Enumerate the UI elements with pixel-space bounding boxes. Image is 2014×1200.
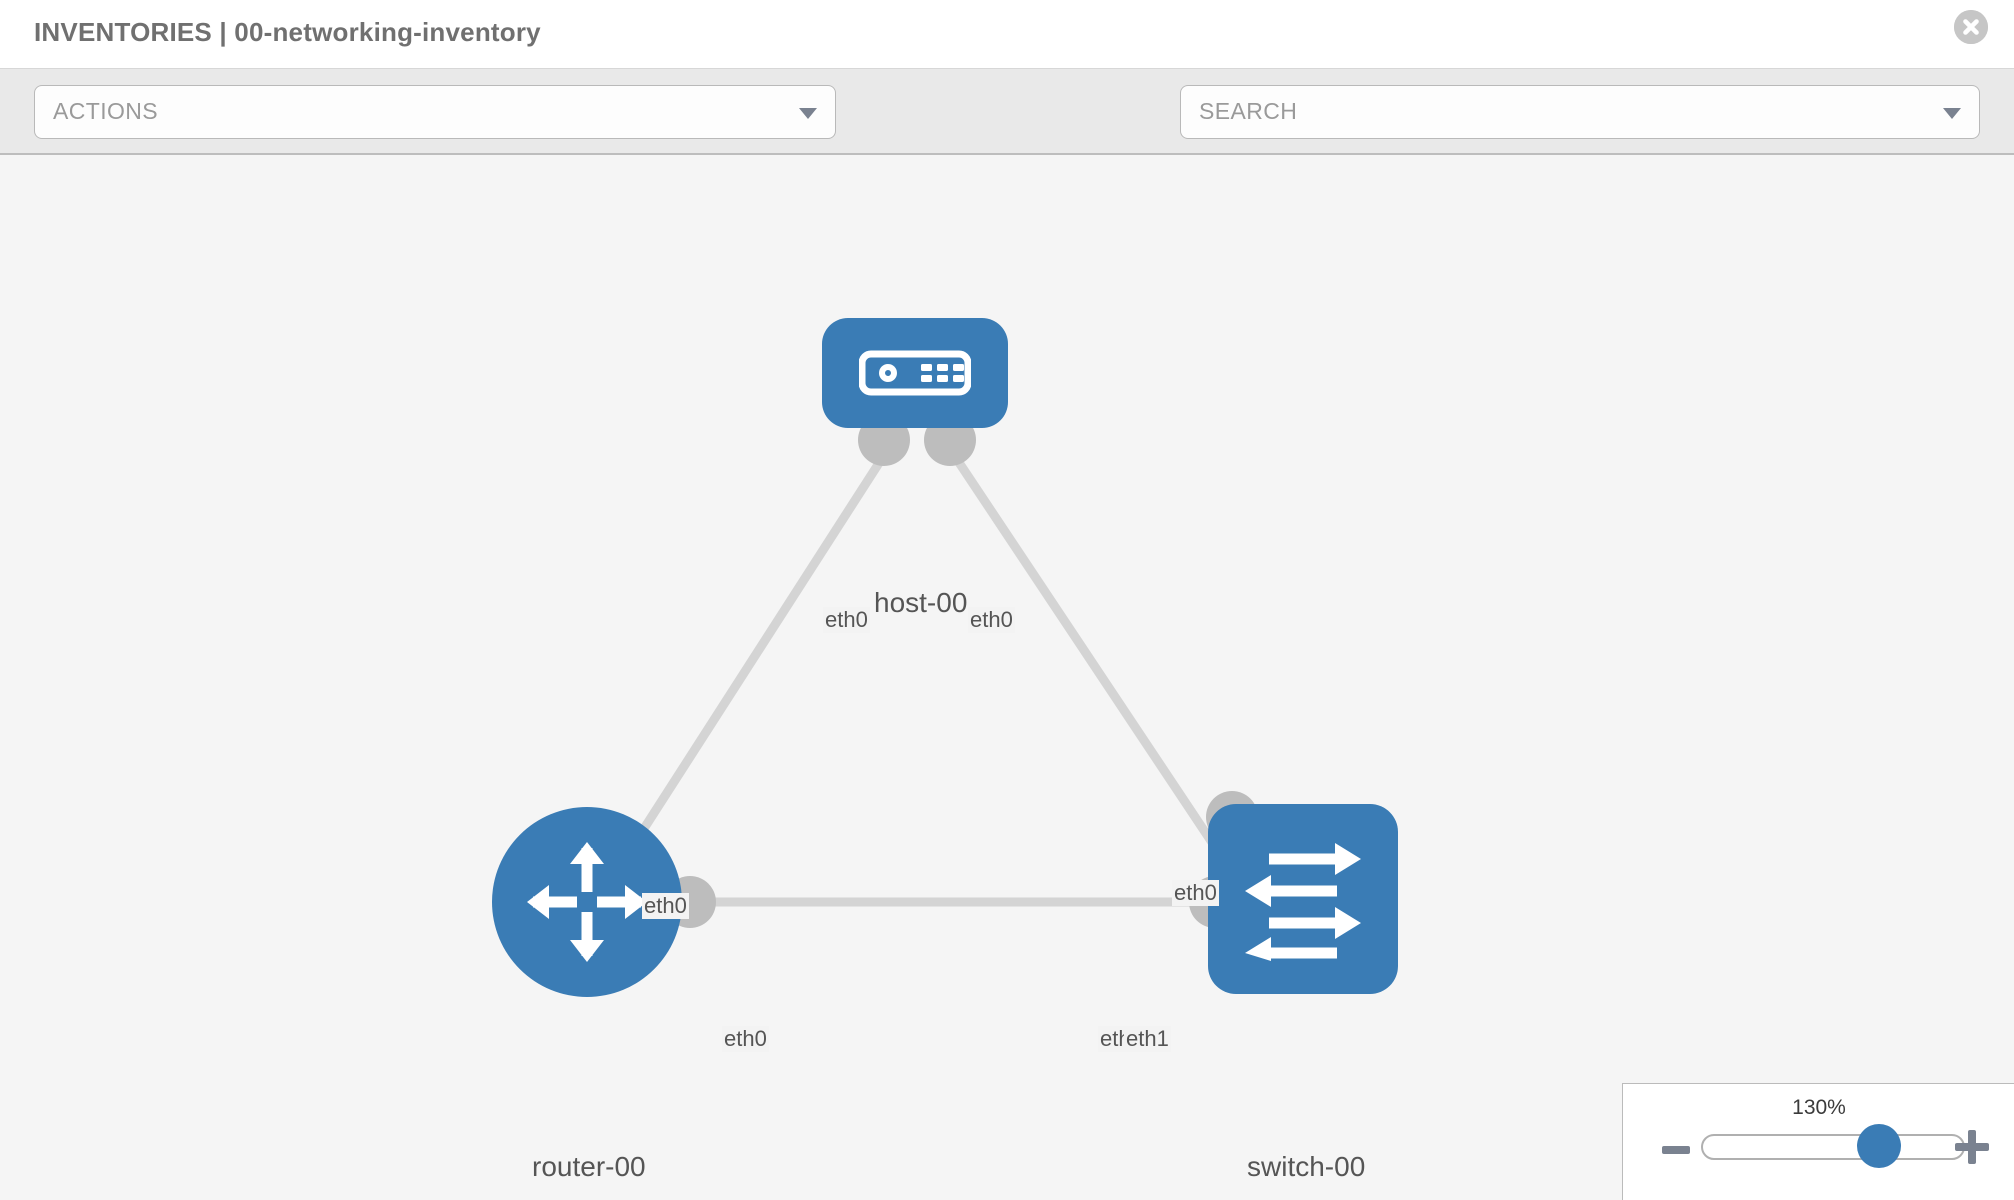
node-label-host-00: host-00 [872,587,970,619]
edge-label-switch-side-b: eth1 [1124,1026,1171,1052]
edge-label-host-left: eth0 [823,607,870,633]
search-input[interactable]: SEARCH [1180,85,1980,139]
link-host-router [596,446,892,900]
close-icon[interactable] [1954,10,1988,44]
page-header: INVENTORIES | 00-networking-inventory [0,0,2014,69]
topology-links [596,414,1258,928]
topology-canvas[interactable]: host-00 router-00 switch-00 eth0 eth0 et… [0,157,2014,1200]
chevron-down-icon [799,108,817,119]
node-label-switch-00: switch-00 [1245,1151,1368,1183]
zoom-out-button[interactable] [1661,1135,1691,1170]
connector-group [664,414,1258,928]
edge-label-router-uplink: eth0 [642,893,689,919]
switch-icon [1245,843,1361,961]
node-switch-00[interactable] [1208,804,1398,994]
link-group [596,446,1249,907]
page-title: INVENTORIES | 00-networking-inventory [34,17,541,47]
search-placeholder-label: SEARCH [1199,98,1298,124]
chevron-down-icon [1943,108,1961,119]
toolbar: ACTIONS SEARCH [0,69,2014,192]
zoom-in-button[interactable] [1952,1127,1992,1172]
edge-label-router-side: eth0 [722,1026,769,1052]
edge-label-switch-uplink: eth0 [1172,880,1219,906]
actions-dropdown-label: ACTIONS [53,98,159,124]
server-icon [859,350,971,396]
node-host-00[interactable] [822,318,1008,428]
zoom-level-value: 130% [1792,1096,1846,1119]
zoom-control-panel: 130% [1622,1083,2014,1200]
router-icon [527,842,647,962]
link-host-switch [946,446,1249,895]
edge-label-host-right: eth0 [968,607,1015,633]
node-label-router-00: router-00 [530,1151,648,1183]
zoom-slider-thumb[interactable] [1857,1124,1901,1168]
zoom-slider-track[interactable] [1701,1134,1965,1160]
actions-dropdown[interactable]: ACTIONS [34,85,836,139]
